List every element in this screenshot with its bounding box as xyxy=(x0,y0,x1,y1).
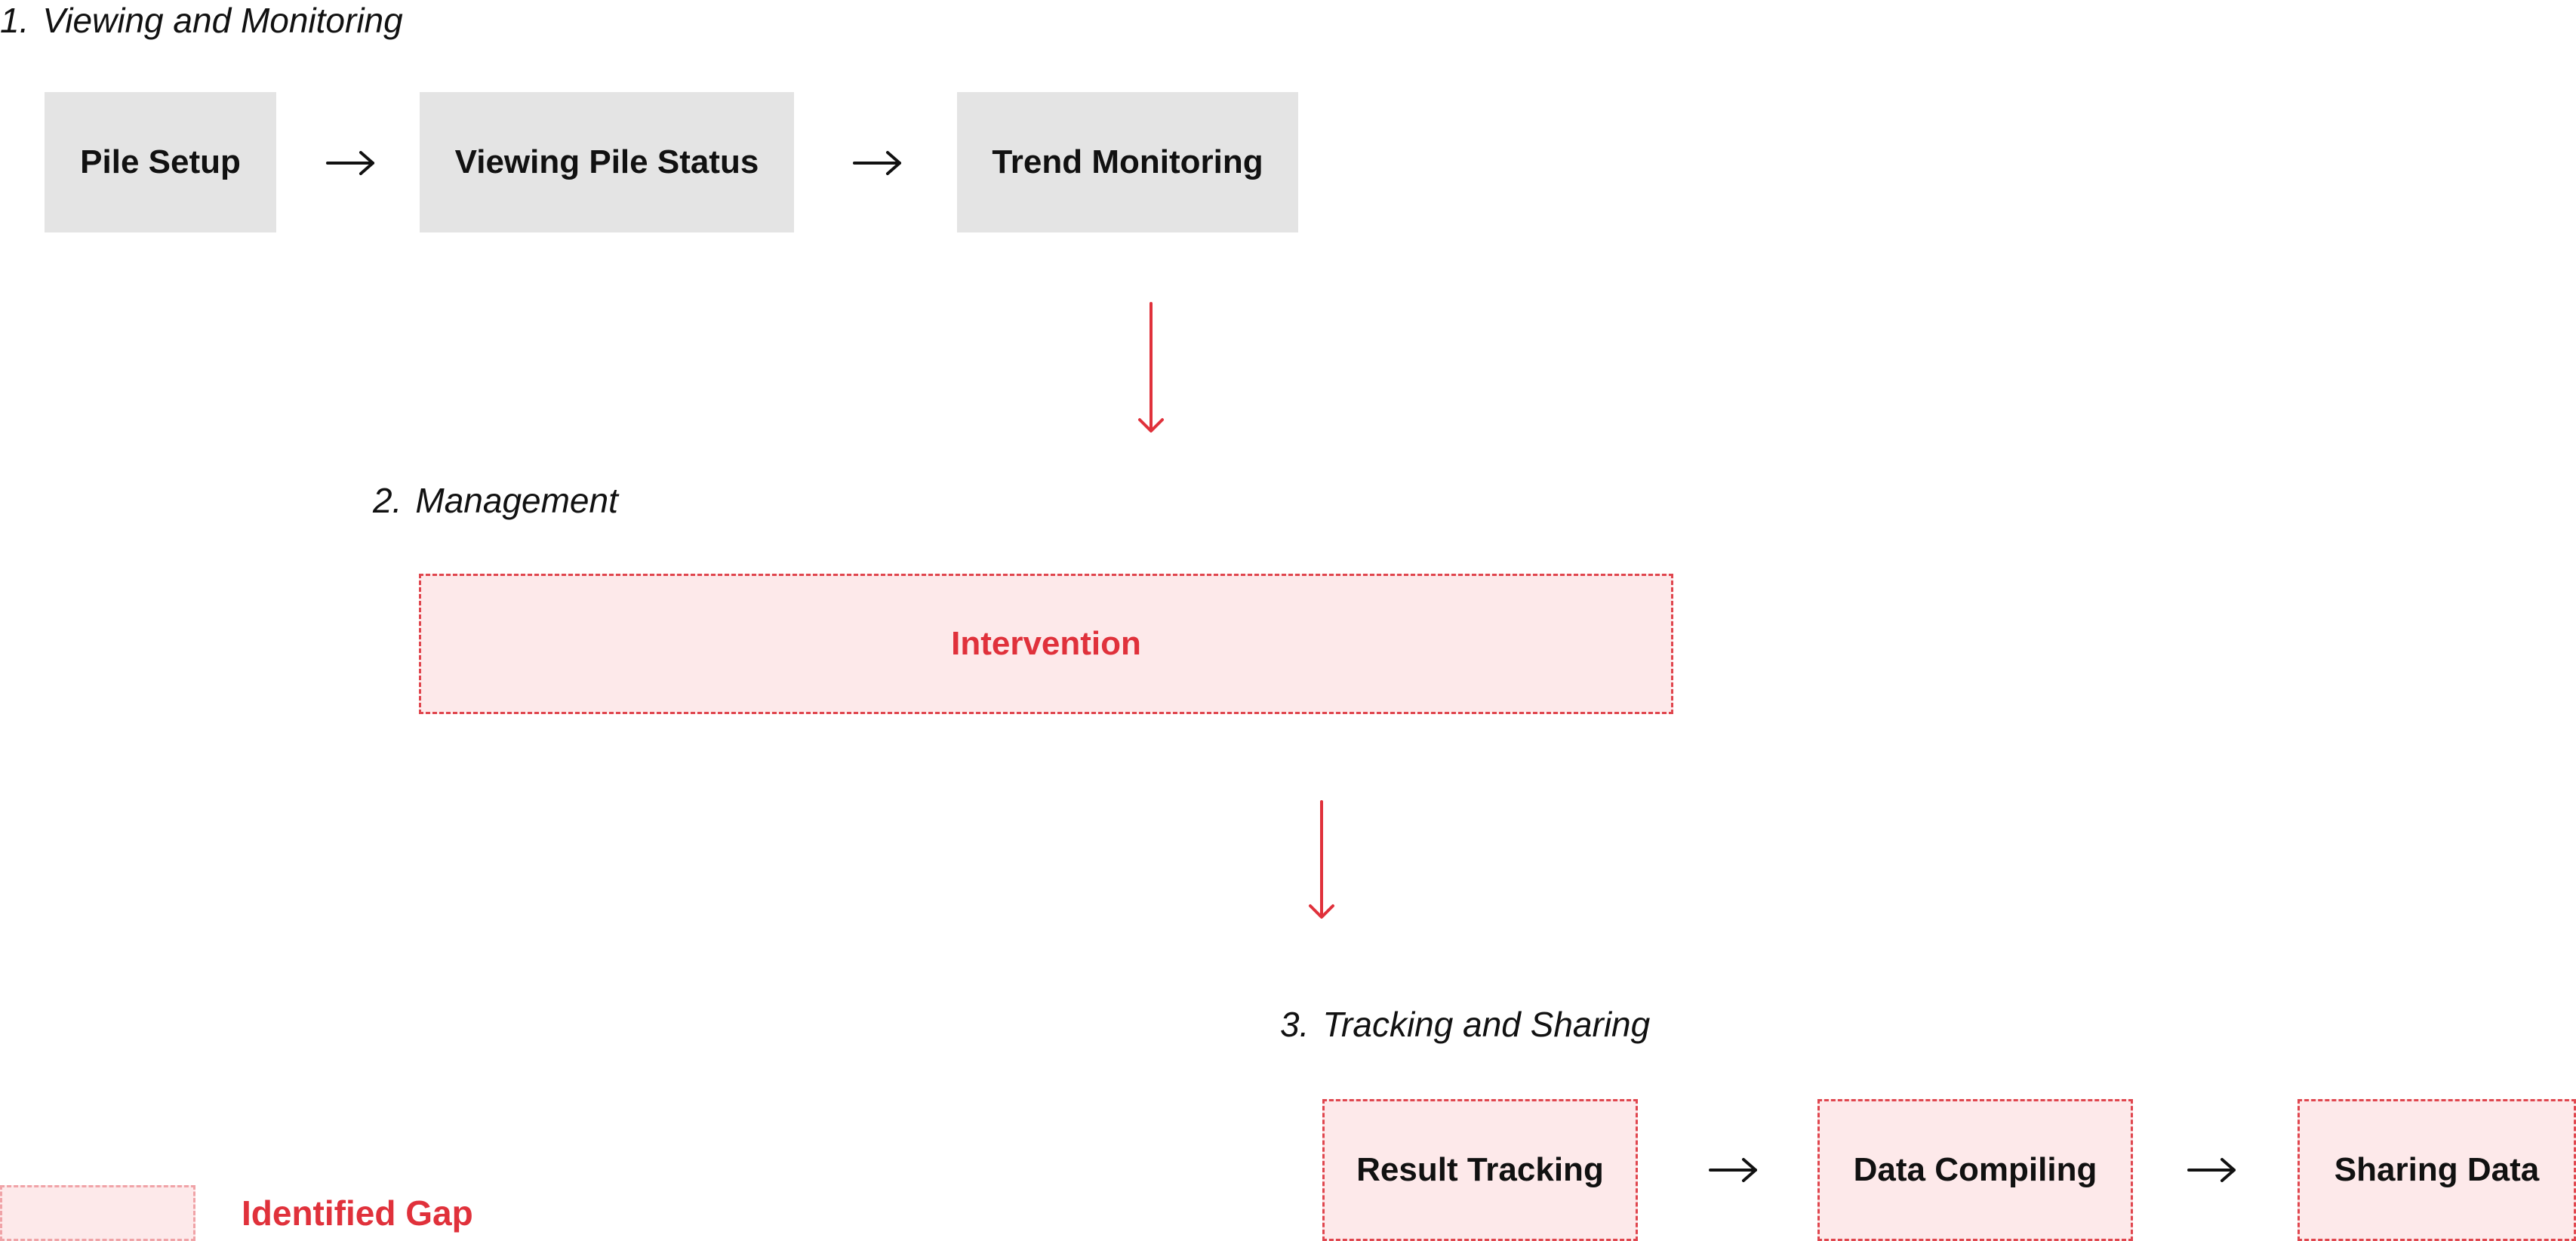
right-arrow-icon xyxy=(2187,1158,2236,1182)
section-1-title: 1. Viewing and Monitoring xyxy=(0,3,403,38)
section-2-number: 2. xyxy=(373,481,402,520)
section-1-number: 1. xyxy=(0,1,29,40)
section-2-label: Management xyxy=(415,481,618,520)
step-intervention-label: Intervention xyxy=(951,625,1141,662)
down-arrow-icon xyxy=(1138,302,1164,433)
section-3-title: 3. Tracking and Sharing xyxy=(1280,1007,1650,1042)
legend-label: Identified Gap xyxy=(242,1193,473,1233)
section-2-title: 2. Management xyxy=(373,483,618,518)
step-data-compiling-label: Data Compiling xyxy=(1853,1151,2097,1188)
step-sharing-data: Sharing Data xyxy=(2297,1099,2576,1241)
step-intervention: Intervention xyxy=(419,574,1673,714)
right-arrow-icon xyxy=(326,151,374,175)
step-viewing-pile-status-label: Viewing Pile Status xyxy=(454,143,759,180)
right-arrow-icon xyxy=(1709,1158,1757,1182)
step-trend-monitoring-label: Trend Monitoring xyxy=(992,143,1263,180)
step-viewing-pile-status: Viewing Pile Status xyxy=(420,92,794,232)
step-trend-monitoring: Trend Monitoring xyxy=(957,92,1298,232)
legend-swatch xyxy=(0,1185,195,1241)
section-1-label: Viewing and Monitoring xyxy=(42,1,403,40)
section-3-label: Tracking and Sharing xyxy=(1322,1005,1651,1044)
step-pile-setup: Pile Setup xyxy=(45,92,276,232)
step-result-tracking: Result Tracking xyxy=(1322,1099,1638,1241)
step-data-compiling: Data Compiling xyxy=(1817,1099,2133,1241)
step-sharing-data-label: Sharing Data xyxy=(2334,1151,2540,1188)
down-arrow-icon xyxy=(1309,800,1334,919)
section-3-number: 3. xyxy=(1280,1005,1310,1044)
step-result-tracking-label: Result Tracking xyxy=(1356,1151,1604,1188)
right-arrow-icon xyxy=(853,151,901,175)
step-pile-setup-label: Pile Setup xyxy=(80,143,241,180)
